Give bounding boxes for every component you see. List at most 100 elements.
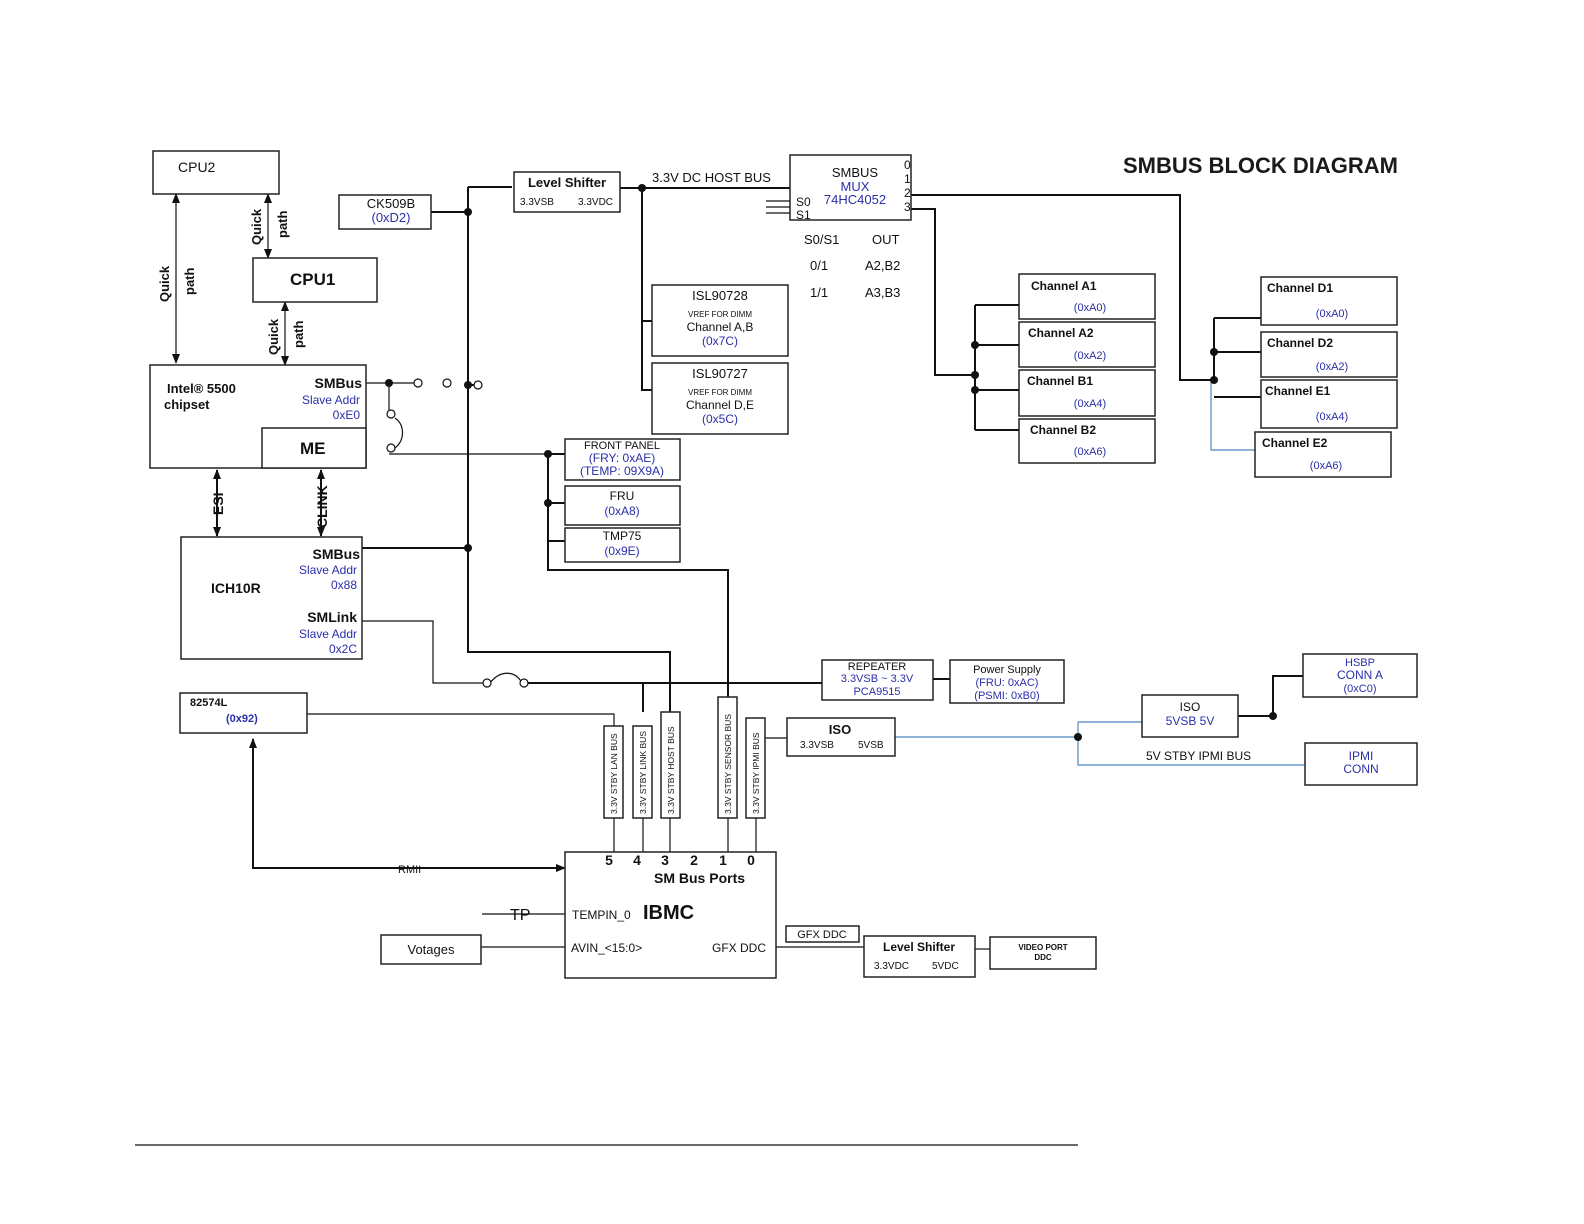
ck509b-name: CK509B xyxy=(367,196,415,211)
channel-b2-addr: (0xA6) xyxy=(1074,446,1106,458)
ipmi-conn-name: IPMI xyxy=(1349,749,1374,763)
front-panel-temp: (TEMP: 09X9A) xyxy=(580,464,664,478)
level-shifter-bottom-right: 5VDC xyxy=(932,961,959,972)
level-shifter-top-right: 3.3VDC xyxy=(578,197,613,208)
hsbp-block: HSBP CONN A (0xC0) xyxy=(1302,653,1418,698)
votages-block: Votages xyxy=(380,934,482,965)
clink-label: CLINK xyxy=(314,485,330,528)
chipset-name-2: chipset xyxy=(164,397,210,412)
channel-e1-block: Channel E1 (0xA4) xyxy=(1260,379,1398,429)
host-bus-vertical-label: 3.3V STBY HOST BUS xyxy=(666,726,676,814)
channel-a1-addr: (0xA0) xyxy=(1074,302,1106,314)
ibmc-port-1: 1 xyxy=(719,852,727,868)
path-label-1: path xyxy=(182,268,197,296)
junctions xyxy=(385,184,1277,741)
gfx-ddc-tag-label: GFX DDC xyxy=(797,929,847,941)
channel-d1-addr: (0xA0) xyxy=(1316,308,1348,320)
level-shifter-top-left: 3.3VSB xyxy=(520,197,554,208)
tmp75-addr: (0x9E) xyxy=(604,544,639,558)
isl90727-block: ISL90727 VREF FOR DIMM Channel D,E (0x5C… xyxy=(651,362,789,435)
fru-addr: (0xA8) xyxy=(604,504,639,518)
isl90727-addr: (0x5C) xyxy=(702,412,738,426)
isl90727-vref: VREF FOR DIMM xyxy=(688,388,752,397)
mux-part: 74HC4052 xyxy=(824,192,886,207)
me-label: ME xyxy=(300,439,326,458)
repeater-block: REPEATER 3.3VSB ~ 3.3V PCA9515 xyxy=(821,659,934,701)
mux-table-r2a: 1/1 xyxy=(810,285,828,300)
cpu1-block: CPU1 xyxy=(252,257,378,303)
channel-d2-addr: (0xA2) xyxy=(1316,361,1348,373)
channel-e2-addr: (0xA6) xyxy=(1310,460,1342,472)
channel-b1-block: Channel B1 (0xA4) xyxy=(1018,369,1156,417)
video-port-label: VIDEO PORT xyxy=(1018,943,1067,952)
level-shifter-bottom: Level Shifter 3.3VDC 5VDC xyxy=(863,935,976,978)
power-supply-name: Power Supply xyxy=(973,664,1041,676)
level-shifter-bottom-name: Level Shifter xyxy=(883,940,955,954)
ibmc-tempin: TEMPIN_0 xyxy=(572,908,631,922)
path-label-2: path xyxy=(275,211,290,239)
diagram-title: SMBUS BLOCK DIAGRAM xyxy=(1123,153,1398,178)
front-panel-fru: (FRY: 0xAE) xyxy=(589,451,655,465)
video-port-ddc-label: DDC xyxy=(1034,953,1052,962)
chipset-smbus-label: SMBus xyxy=(315,375,363,391)
level-shifter-bottom-left: 3.3VDC xyxy=(874,961,909,972)
rmii-label: RMII xyxy=(398,864,421,876)
nic-addr: (0x92) xyxy=(226,713,258,725)
ibmc-port-4: 4 xyxy=(633,852,641,868)
ibmc-port-3: 3 xyxy=(661,852,669,868)
iso-left-name: ISO xyxy=(829,722,851,737)
path-label-3: path xyxy=(291,321,306,349)
hsbp-conn: CONN A xyxy=(1337,668,1383,682)
ibmc-name: IBMC xyxy=(643,902,694,924)
channel-b1-name: Channel B1 xyxy=(1027,374,1093,388)
power-supply-block: Power Supply (FRU: 0xAC) (PSMI: 0xB0) xyxy=(949,659,1065,704)
channel-d2-block: Channel D2 (0xA2) xyxy=(1260,331,1398,378)
quick-label-1: Quick xyxy=(157,265,172,302)
lan-bus-label: 3.3V STBY LAN BUS xyxy=(609,733,619,814)
mux-table-r1b: A2,B2 xyxy=(865,258,900,273)
channel-b1-addr: (0xA4) xyxy=(1074,398,1106,410)
sensor-bus-label: 3.3V STBY SENSOR BUS xyxy=(723,714,733,814)
front-panel-block: FRONT PANEL (FRY: 0xAE) (TEMP: 09X9A) xyxy=(564,438,681,481)
fru-name: FRU xyxy=(610,489,635,503)
isl90727-channel: Channel D,E xyxy=(686,398,754,412)
iso-left-block: ISO 3.3VSB 5VSB xyxy=(786,717,896,757)
ich-smbus-label: SMBus xyxy=(313,546,361,562)
channel-e1-name: Channel E1 xyxy=(1265,384,1331,398)
isl90728-vref: VREF FOR DIMM xyxy=(688,310,752,319)
mux-select-lines xyxy=(766,200,790,214)
isl90728-block: ISL90728 VREF FOR DIMM Channel A,B (0x7C… xyxy=(651,284,789,357)
iso-left-out: 5VSB xyxy=(858,740,884,751)
bus-label-boxes: 3.3V STBY LAN BUS 3.3V STBY LINK BUS 3.3… xyxy=(603,696,766,819)
isl90728-name: ISL90728 xyxy=(692,288,748,303)
hsbp-addr: (0xC0) xyxy=(1343,683,1376,695)
chipset-slave-addr: 0xE0 xyxy=(333,408,361,422)
channel-a2-name: Channel A2 xyxy=(1028,326,1094,340)
mux-table-r1a: 0/1 xyxy=(810,258,828,273)
ich-name: ICH10R xyxy=(211,580,261,596)
esi-label: ESI xyxy=(210,492,226,515)
iso-right-voltage: 5VSB 5V xyxy=(1166,714,1215,728)
smbus-mux-block: SMBUS MUX 74HC4052 S0 S1 0 1 2 3 xyxy=(789,154,912,222)
mux-port-2: 2 xyxy=(904,186,911,200)
channel-b2-block: Channel B2 (0xA6) xyxy=(1018,418,1156,464)
mux-label: MUX xyxy=(841,179,870,194)
iso-right-name: ISO xyxy=(1180,700,1201,714)
fru-block: FRU (0xA8) xyxy=(564,485,681,526)
channel-d2-name: Channel D2 xyxy=(1267,336,1333,350)
ibmc-ports-label: SM Bus Ports xyxy=(654,870,745,886)
mux-title: SMBUS xyxy=(832,165,879,180)
isl90727-name: ISL90727 xyxy=(692,366,748,381)
ck509b-block: CK509B (0xD2) xyxy=(338,194,432,230)
ck509b-addr: (0xD2) xyxy=(371,210,410,225)
channel-a1-name: Channel A1 xyxy=(1031,279,1097,293)
channel-a2-block: Channel A2 (0xA2) xyxy=(1018,321,1156,368)
iso-left-in: 3.3VSB xyxy=(800,740,834,751)
ich-smlink-slave-label: Slave Addr xyxy=(299,627,357,641)
isl90728-channel: Channel A,B xyxy=(687,320,754,334)
channel-d1-block: Channel D1 (0xA0) xyxy=(1260,276,1398,326)
tmp75-block: TMP75 (0x9E) xyxy=(564,527,681,563)
level-shifter-top: Level Shifter 3.3VSB 3.3VDC xyxy=(513,171,621,213)
nic-82574l-block: 82574L (0x92) xyxy=(179,692,308,734)
tp-label: TP xyxy=(510,907,530,924)
